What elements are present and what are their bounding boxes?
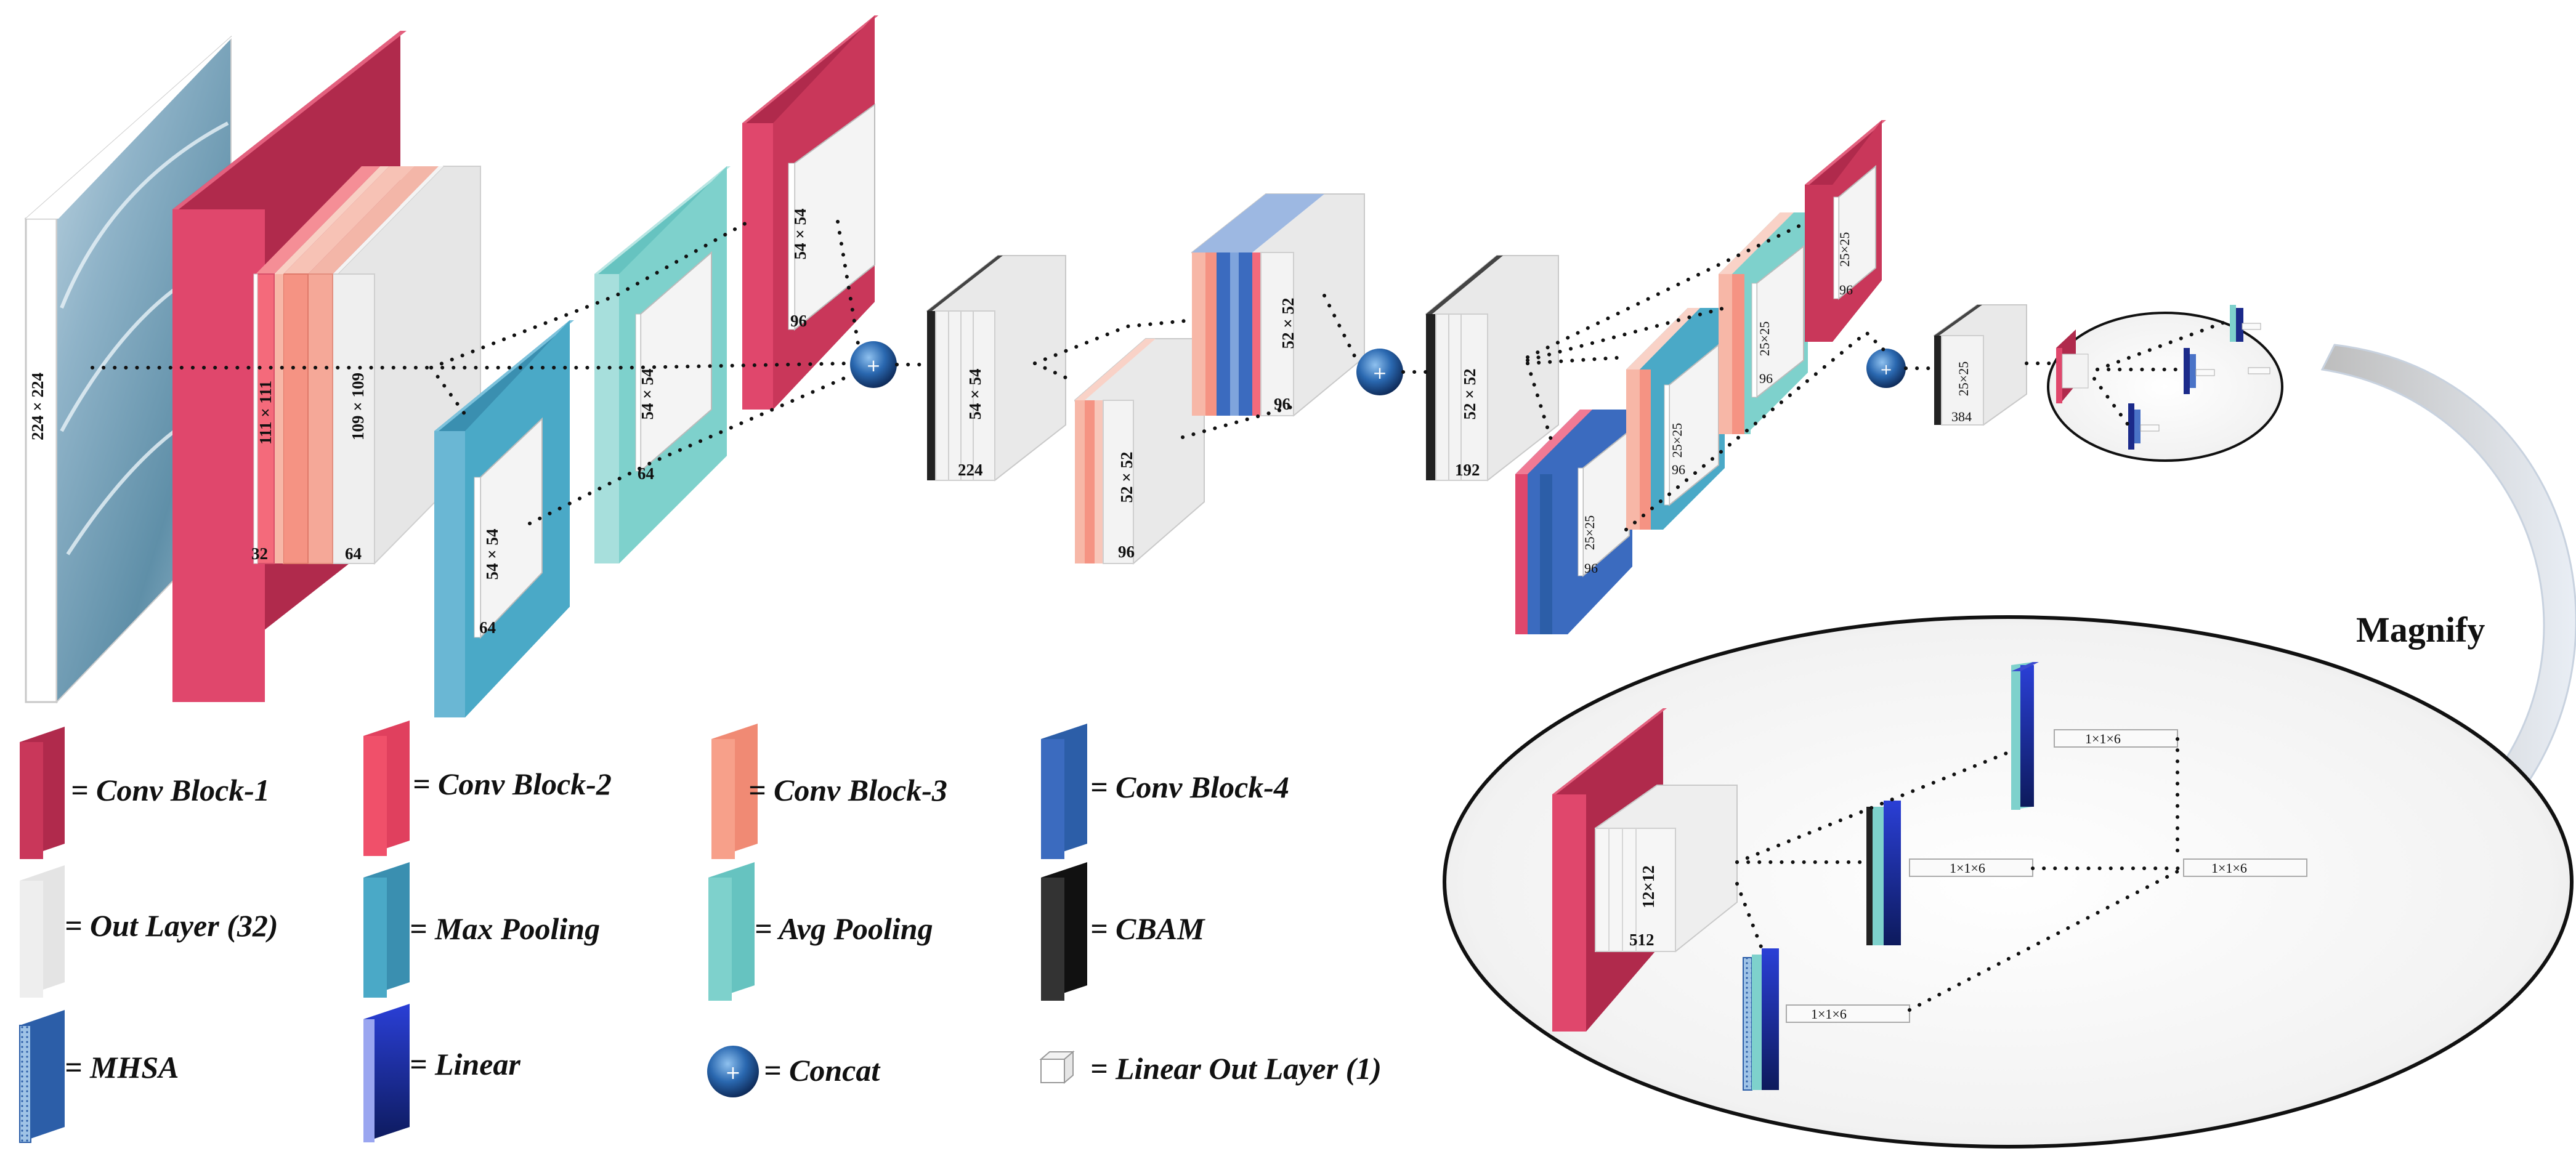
magnified-head-top-label: 1×1×6	[2085, 731, 2121, 746]
legend-label-conv-block-3: = Conv Block-3	[748, 773, 947, 807]
block-d-stack: 25×25 96	[1805, 120, 1886, 342]
magnified-head-bottom-label: 1×1×6	[1811, 1006, 1847, 1022]
legend-label-cbam: = CBAM	[1090, 911, 1205, 946]
legend-label-max-pooling: = Max Pooling	[410, 911, 600, 946]
cbam3-stack: 25×25 384	[1933, 304, 2027, 426]
legend-label-mhsa: = MHSA	[65, 1050, 179, 1084]
block-d-channels-label: 96	[1839, 282, 1853, 297]
legend-label-linear: = Linear	[410, 1047, 520, 1081]
dotted-connections	[91, 220, 2232, 531]
magnified-out-channels-label: 512	[1629, 931, 1655, 949]
conv5-size-label: 52 × 52	[1279, 298, 1297, 349]
legend-item-max-pooling: = Max Pooling	[363, 862, 600, 998]
conv4-channels-label: 96	[1118, 543, 1135, 561]
conv3-channels-label: 96	[790, 312, 807, 330]
block-b-channels-label: 96	[1672, 462, 1685, 477]
block-a-channels-label: 96	[1584, 560, 1598, 576]
magnified-head-mid-label: 1×1×6	[1950, 860, 1985, 876]
maxpool1-size-label: 54 × 54	[483, 529, 501, 580]
cbam2-stack: 52 × 52 192	[1425, 255, 1559, 482]
legend-label-concat: = Concat	[764, 1053, 881, 1088]
concat-plus-icon: +	[725, 1062, 740, 1084]
legend-item-linear: = Linear	[363, 1004, 520, 1142]
legend-item-conv-block-2: = Conv Block-2	[363, 721, 612, 856]
cbam1-stack: 54 × 54 224	[926, 255, 1066, 482]
legend-item-concat: + = Concat	[707, 1046, 881, 1097]
block-c-stack: 25×25 96	[1719, 212, 1808, 434]
magnified-head-out-label: 1×1×6	[2211, 860, 2247, 876]
legend-item-conv-block-1: = Conv Block-1	[20, 727, 270, 859]
legend-item-linear-out-layer: = Linear Out Layer (1)	[1039, 1050, 1382, 1086]
concat-node-1	[850, 341, 897, 388]
avg-pooling-block: 54 × 54 64	[594, 166, 731, 563]
block-a-stack: 25×25 96	[1515, 410, 1632, 634]
concat-plus-icon: +	[1372, 363, 1387, 383]
magnify-label: Magnify	[2356, 610, 2485, 650]
head-thumbnail-ellipse	[2047, 305, 2283, 462]
legend-item-conv-block-3: = Conv Block-3	[711, 724, 947, 859]
legend-label-conv-block-2: = Conv Block-2	[413, 767, 612, 801]
cbam3-size-label: 25×25	[1956, 361, 1971, 396]
legend-label-linear-out-layer: = Linear Out Layer (1)	[1090, 1051, 1382, 1086]
input-size-label: 224 × 224	[28, 373, 47, 440]
conv1-channels-label: 32	[251, 544, 268, 563]
conv2-size-label: 109 × 109	[349, 373, 367, 440]
conv2-channels-label: 64	[345, 544, 362, 563]
conv3-size-label: 54 × 54	[791, 209, 809, 260]
legend-item-conv-block-4: = Conv Block-4	[1041, 724, 1289, 859]
legend-label-conv-block-1: = Conv Block-1	[71, 773, 270, 807]
conv1-conv2-stack: 111 × 111 32 109 × 109 64	[251, 166, 481, 565]
cbam2-channels-label: 192	[1455, 461, 1480, 479]
cbam3-channels-label: 384	[1951, 409, 1972, 424]
conv4-stack: 52 × 52 96	[1074, 338, 1205, 565]
conv4-size-label: 52 × 52	[1117, 452, 1136, 503]
concat-node-3	[1866, 349, 1906, 388]
maxpool1-channels-label: 64	[479, 618, 496, 637]
block-c-channels-label: 96	[1759, 371, 1773, 386]
block-c-size-label: 25×25	[1757, 321, 1772, 356]
conv5-stack: 52 × 52 96	[1191, 193, 1365, 417]
legend-item-cbam: = CBAM	[1041, 862, 1205, 1001]
legend-label-out-layer: = Out Layer (32)	[65, 908, 278, 943]
head-magnified-ellipse: 12×12 512 1×1×6 1×1×6 1×1×6 1×1×6	[1443, 615, 2574, 1149]
legend-label-avg-pooling: = Avg Pooling	[755, 911, 933, 946]
avgpool1-size-label: 54 × 54	[638, 369, 657, 420]
conv5-channels-label: 96	[1274, 395, 1290, 413]
legend-item-out-layer: = Out Layer (32)	[20, 865, 278, 998]
legend-item-avg-pooling: = Avg Pooling	[708, 862, 933, 1001]
concat-plus-icon: +	[1880, 361, 1892, 378]
legend-item-mhsa: = MHSA	[19, 1010, 179, 1143]
cbam2-size-label: 52 × 52	[1460, 369, 1479, 420]
max-pooling-block: 54 × 54 64	[434, 320, 574, 717]
concat-plus-icon: +	[866, 355, 880, 376]
cbam1-size-label: 54 × 54	[966, 369, 984, 420]
cbam1-channels-label: 224	[958, 461, 983, 479]
block-b-stack: 25×25 96	[1626, 308, 1725, 530]
concat-node-2	[1356, 349, 1403, 395]
magnified-out-size-label: 12×12	[1639, 865, 1658, 908]
block-d-size-label: 25×25	[1837, 232, 1852, 267]
block-b-size-label: 25×25	[1669, 423, 1685, 458]
legend-label-conv-block-4: = Conv Block-4	[1090, 770, 1289, 804]
block-a-size-label: 25×25	[1582, 515, 1597, 550]
conv1-size-label: 111 × 111	[256, 381, 275, 445]
conv3-block: 54 × 54 96	[742, 15, 878, 410]
legend: = Conv Block-1 = Conv Block-2 = Conv Blo…	[19, 721, 1382, 1143]
